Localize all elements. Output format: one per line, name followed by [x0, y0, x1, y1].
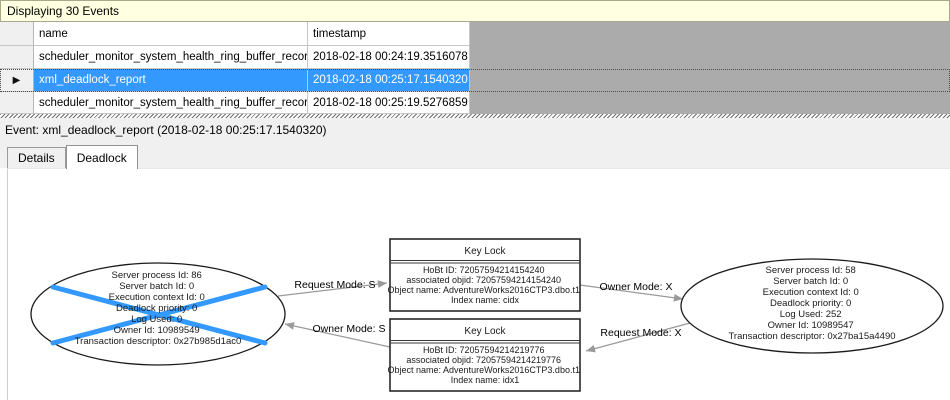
tab-deadlock[interactable]: Deadlock [65, 145, 138, 169]
tab-details[interactable]: Details [7, 147, 66, 168]
events-count-label: Displaying 30 Events [7, 4, 120, 18]
cell-event-name[interactable]: scheduler_monitor_system_health_ring_buf… [34, 92, 308, 114]
row-selector-current[interactable]: ▶ [0, 69, 34, 92]
cell-timestamp[interactable]: 2018-02-18 00:25:19.5276859 [308, 92, 470, 114]
table-row[interactable]: scheduler_monitor_system_health_ring_buf… [0, 92, 950, 114]
edge-owner-x [579, 284, 684, 302]
cell-event-name[interactable]: xml_deadlock_report [34, 69, 308, 92]
event-caption-bar: Event: xml_deadlock_report (2018-02-18 0… [0, 118, 950, 142]
resource-node-keylock-bottom: Key Lock HoBt ID: 72057594214219776 asso… [388, 318, 583, 392]
current-row-marker-icon: ▶ [12, 74, 21, 86]
victim-cross-icon [50, 284, 268, 346]
deadlock-graph: Request Mode: S Owner Mode: S Owner Mode… [30, 238, 944, 392]
row-selector-header[interactable] [0, 22, 34, 46]
process-node-victim: Server process Id: 86 Server batch Id: 0… [30, 262, 286, 366]
resource-title: Key Lock [464, 326, 506, 337]
column-header-name[interactable]: name [34, 22, 308, 46]
resource-node-keylock-top: Key Lock HoBt ID: 72057594214154240 asso… [388, 238, 583, 312]
cell-event-name[interactable]: scheduler_monitor_system_health_ring_buf… [34, 46, 308, 69]
row-selector[interactable] [0, 92, 34, 114]
resource-details: HoBt ID: 72057594214154240 associated ob… [388, 265, 583, 305]
grid-header-row: name timestamp [0, 22, 950, 46]
splitter-handle[interactable] [0, 114, 950, 118]
edge-owner-s [284, 322, 391, 348]
edge-label-owner-x: Owner Mode: X [600, 281, 673, 293]
cell-timestamp[interactable]: 2018-02-18 00:25:17.1540320 [308, 69, 470, 92]
column-header-timestamp[interactable]: timestamp [308, 22, 470, 46]
edge-request-x [585, 322, 691, 353]
events-grid: name timestamp scheduler_monitor_system_… [0, 22, 950, 114]
event-caption-label: Event: xml_deadlock_report (2018-02-18 0… [5, 122, 327, 137]
resource-title: Key Lock [464, 246, 506, 257]
resource-details: HoBt ID: 72057594214219776 associated ob… [388, 345, 583, 385]
cell-timestamp[interactable]: 2018-02-18 00:24:19.3516078 [308, 46, 470, 69]
process-survivor-details: Server process Id: 58 Server batch Id: 0… [728, 265, 895, 342]
edge-label-request-x: Request Mode: X [600, 327, 681, 339]
events-count-bar: Displaying 30 Events [0, 0, 950, 22]
tab-strip: Details Deadlock [0, 142, 950, 169]
edge-request-s [277, 280, 388, 297]
edge-labels: Request Mode: S Owner Mode: S Owner Mode… [294, 279, 681, 339]
process-node-survivor: Server process Id: 58 Server batch Id: 0… [680, 258, 944, 354]
row-selector[interactable] [0, 46, 34, 69]
edge-label-request-s: Request Mode: S [294, 279, 375, 291]
table-row[interactable]: scheduler_monitor_system_health_ring_buf… [0, 46, 950, 69]
deadlock-edges [277, 280, 691, 353]
table-row-selected[interactable]: ▶ xml_deadlock_report 2018-02-18 00:25:1… [0, 69, 950, 92]
process-victim-details: Server process Id: 86 Server batch Id: 0… [75, 270, 242, 347]
deadlock-graph-panel: Request Mode: S Owner Mode: S Owner Mode… [7, 168, 950, 400]
edge-label-owner-s: Owner Mode: S [313, 323, 386, 335]
